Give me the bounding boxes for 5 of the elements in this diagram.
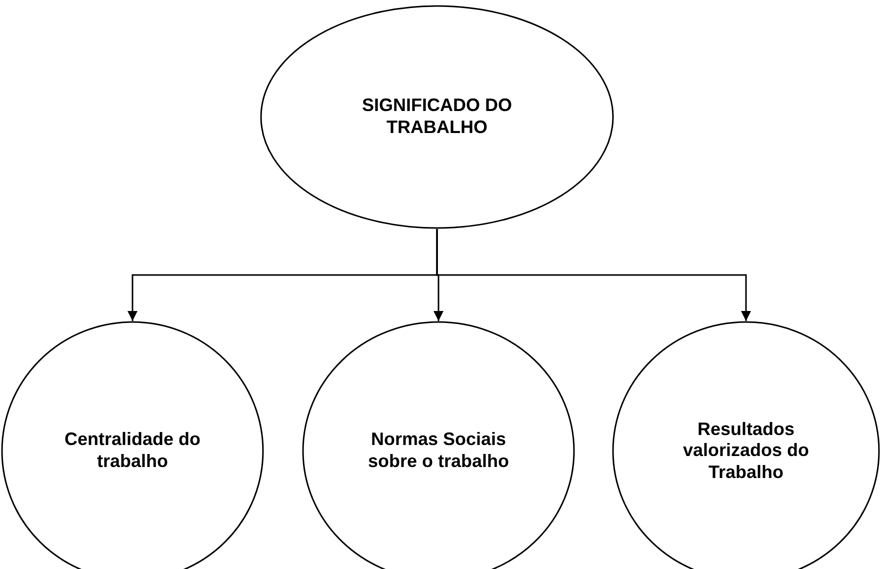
node-label: SIGNIFICADO DO TRABALHO [360, 95, 513, 139]
node-label: Normas Sociais sobre o trabalho [366, 429, 510, 473]
arrow [436, 229, 751, 321]
node-label: Resultados valorizados do Trabalho [682, 418, 810, 484]
node-label: Centralidade do trabalho [63, 429, 202, 473]
